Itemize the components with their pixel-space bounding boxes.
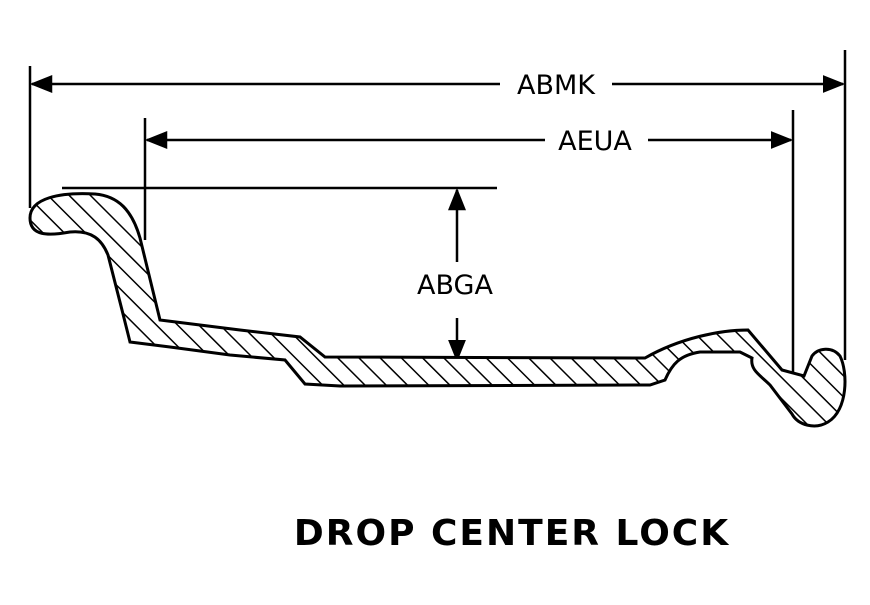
diagram-caption: DROP CENTER LOCK bbox=[294, 513, 730, 554]
dimension-abga: ABGA bbox=[417, 187, 493, 363]
dimension-abmk: ABMK bbox=[29, 70, 846, 101]
rim-profile-section bbox=[28, 192, 847, 428]
dimension-abga-label: ABGA bbox=[417, 270, 493, 301]
dimension-aeua-label: AEUA bbox=[558, 126, 632, 157]
dimension-abmk-label: ABMK bbox=[517, 70, 596, 101]
dimension-aeua: AEUA bbox=[144, 126, 794, 157]
